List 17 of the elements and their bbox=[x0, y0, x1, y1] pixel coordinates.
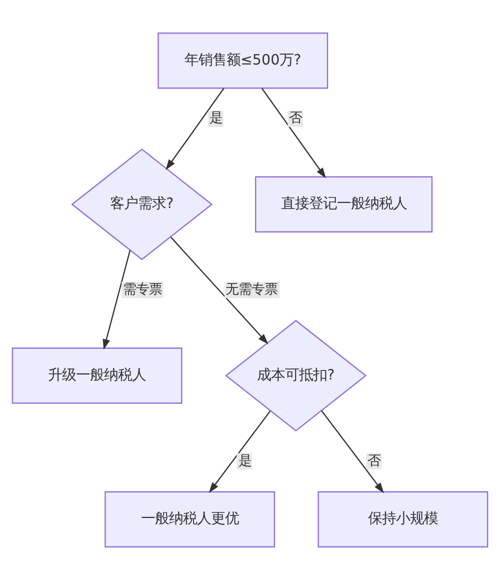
arrow bbox=[208, 410, 271, 492]
edge-label: 是 bbox=[238, 453, 252, 468]
arrow bbox=[170, 236, 268, 344]
arrow bbox=[102, 250, 131, 350]
node-box: 直接登记一般纳税人 bbox=[255, 176, 433, 232]
node-box: 一般纳税人更优 bbox=[104, 490, 276, 548]
edge-label: 否 bbox=[368, 453, 381, 468]
edge-label: 是 bbox=[210, 110, 223, 126]
node-diamond: 客户需求? bbox=[71, 148, 213, 260]
node-box: 保持小规模 bbox=[318, 490, 488, 548]
edge-label: 否 bbox=[289, 110, 302, 126]
arrow bbox=[261, 87, 326, 178]
edge-label: 无需专票 bbox=[226, 282, 278, 297]
node-diamond: 成本可抵扣? bbox=[225, 319, 367, 431]
node-box: 升级一般纳税人 bbox=[12, 347, 182, 404]
node-box: 年销售额≤500万? bbox=[158, 32, 328, 88]
edge-label: 需专票 bbox=[123, 282, 162, 297]
